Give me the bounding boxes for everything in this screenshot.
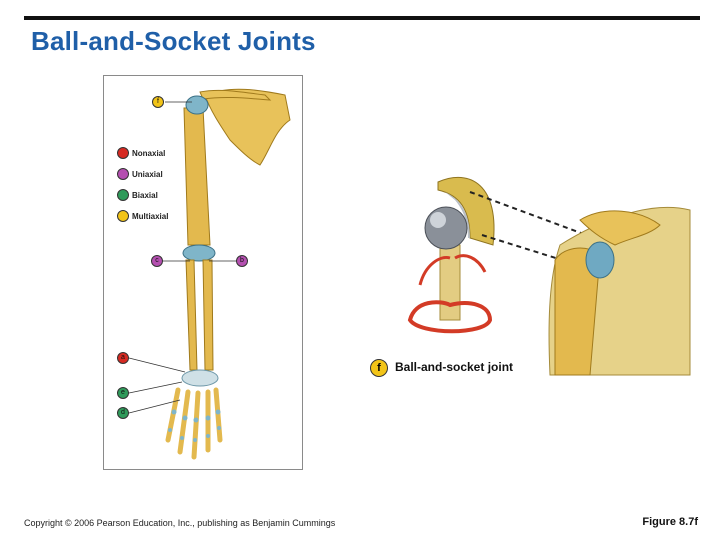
figure-label: Figure 8.7f [642, 516, 698, 528]
legend-label: Nonaxial [132, 148, 166, 158]
legend-item-multiaxial: Multiaxial [117, 209, 168, 223]
joint-badge-e: e [117, 387, 129, 399]
legend-label: Biaxial [132, 190, 158, 200]
slide-title: Ball-and-Socket Joints [31, 26, 316, 56]
joint-badge-b: b [236, 255, 248, 267]
copyright-text: Copyright © 2006 Pearson Education, Inc.… [24, 518, 336, 528]
joint-badge-a: a [117, 352, 129, 364]
green-dot-icon [117, 189, 129, 201]
joint-badge-c: c [151, 255, 163, 267]
legend-item-nonaxial: Nonaxial [117, 146, 165, 160]
joint-badge-d: d [117, 407, 129, 419]
joint-type-label: Ball-and-socket joint [395, 360, 514, 374]
shoulder-joint-illustration [548, 206, 691, 376]
red-dot-icon [117, 147, 129, 159]
joint-type-badge: f [370, 359, 388, 377]
legend-item-uniaxial: Uniaxial [117, 167, 163, 181]
joint-badge-f: f [152, 96, 164, 108]
title-rule [24, 16, 700, 20]
yellow-dot-icon [117, 210, 129, 222]
arm-skeleton-illustration [128, 88, 291, 460]
legend-item-biaxial: Biaxial [117, 188, 158, 202]
ball-socket-model-illustration [407, 177, 601, 334]
legend-label: Uniaxial [132, 169, 163, 179]
legend-label: Multiaxial [132, 211, 169, 221]
purple-dot-icon [117, 168, 129, 180]
